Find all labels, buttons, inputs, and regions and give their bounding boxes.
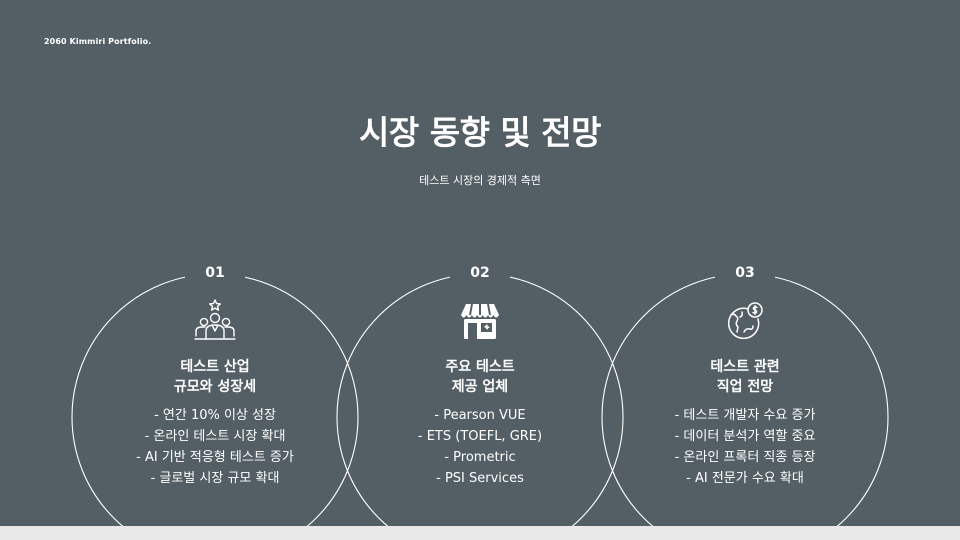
- list-item: - 온라인 테스트 시장 확대: [144, 429, 286, 444]
- globe-dollar-icon: [722, 298, 768, 344]
- column-1-title-line2: 규모와 성장세: [173, 379, 257, 395]
- column-3-title: 테스트 관련 직업 전망: [645, 357, 845, 397]
- page-subtitle: 테스트 시장의 경제적 측면: [419, 174, 541, 187]
- page-title: 시장 동향 및 전망: [359, 113, 602, 152]
- brand-label: 2060 Kimmiri Portfolio.: [44, 37, 152, 46]
- column-1-list: - 연간 10% 이상 성장 - 온라인 테스트 시장 확대 - AI 기반 적…: [95, 405, 335, 489]
- list-item: - AI 기반 적응형 테스트 증가: [136, 450, 294, 465]
- list-item: - Prometric: [444, 450, 516, 465]
- list-item: - 연간 10% 이상 성장: [154, 408, 276, 423]
- storefront-icon: [457, 298, 503, 344]
- list-item: - ETS (TOEFL, GRE): [417, 429, 543, 444]
- column-2-title-line2: 제공 업체: [451, 379, 509, 395]
- slide: 2060 Kimmiri Portfolio. 시장 동향 및 전망 테스트 시…: [0, 0, 960, 526]
- column-3-list: - 테스트 개발자 수요 증가 - 데이터 분석가 역할 중요 - 온라인 프록…: [625, 405, 865, 489]
- list-item: - 데이터 분석가 역할 중요: [674, 429, 816, 444]
- bottom-strip: [0, 526, 960, 540]
- column-1-number: 01: [185, 265, 245, 282]
- list-item: - PSI Services: [436, 471, 524, 486]
- list-item: - 글로벌 시장 규모 확대: [150, 471, 280, 486]
- column-2-title: 주요 테스트 제공 업체: [380, 357, 580, 397]
- list-item: - Pearson VUE: [434, 408, 526, 423]
- column-1-title: 테스트 산업 규모와 성장세: [115, 357, 315, 397]
- column-1-title-line1: 테스트 산업: [180, 359, 250, 375]
- column-3-number: 03: [715, 265, 775, 282]
- list-item: - AI 전문가 수요 확대: [686, 471, 804, 486]
- list-item: - 온라인 프록터 직종 등장: [674, 450, 816, 465]
- column-2-title-line1: 주요 테스트: [445, 359, 515, 375]
- column-3-title-line1: 테스트 관련: [710, 359, 780, 375]
- column-2-number: 02: [450, 265, 510, 282]
- column-2-list: - Pearson VUE - ETS (TOEFL, GRE) - Prome…: [360, 405, 600, 489]
- column-3-title-line2: 직업 전망: [716, 379, 774, 395]
- list-item: - 테스트 개발자 수요 증가: [674, 408, 816, 423]
- team-star-icon: [192, 298, 238, 344]
